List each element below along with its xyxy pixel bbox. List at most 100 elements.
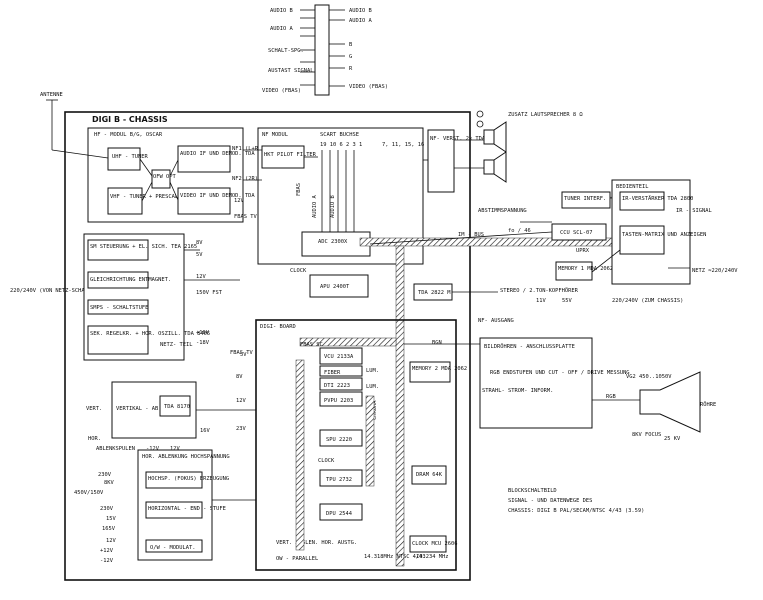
bildrohre-board	[479, 337, 593, 429]
ow-label: OW - PARALLEL	[276, 556, 318, 562]
vertical-label: VERTIKAL - AB - LENKUNG	[116, 406, 191, 412]
freq1-label: 14.318MHz NTSC 4/43	[364, 554, 426, 560]
supply-in: 220/240V (VON NETZ-SCHALTER)	[10, 288, 101, 294]
rail-hor-3: 165V	[102, 526, 116, 532]
ablenk-label: ABLENKSPULEN	[96, 446, 135, 452]
wiring	[51, 139, 690, 501]
conn-left-label-1: AUDIO B	[270, 8, 293, 14]
chassis-title: DIGI B - CHASSIS	[92, 115, 168, 124]
rail-bl-3: 450V/150V	[74, 490, 104, 496]
psu-out-8: -18V	[196, 340, 210, 346]
dram-label: DRAM 64K	[416, 472, 443, 478]
block-title-1: BLOCKSCHALTBILD	[508, 488, 557, 494]
rail-left-2: 8V	[236, 374, 243, 380]
pvpu	[319, 391, 363, 407]
hor-endstufe	[145, 501, 203, 519]
fbas-sc-label: FBAS SC	[300, 342, 323, 348]
bedienteil-title: BEDIENTEIL	[616, 184, 648, 190]
scart-connector: AUDIO B AUDIO A SCHALT-SPG. AUSTAST SIGN…	[262, 4, 388, 96]
12v-label: 12V	[234, 198, 244, 204]
psu-out-6: 150V FST	[196, 290, 223, 296]
im-bus-label: IM - BUS	[458, 232, 484, 238]
fbas-tv-label-2: FBAS TV	[230, 350, 253, 356]
fiber	[319, 365, 363, 377]
rectifier	[87, 271, 149, 289]
digi-bus-v2	[365, 395, 375, 487]
strahl-label: STRAHL- STROM- INFORM.	[482, 388, 553, 394]
lum-label-2: LUM.	[366, 384, 379, 390]
digi-bus-v	[295, 359, 305, 551]
vhf-tuner: VHF - TUNER + PRESCALER	[110, 194, 185, 200]
chroma-label: CHROMA	[372, 400, 378, 420]
hf-module: HF - MODUL B/G, OSCAR UHF - TUNER VHF - …	[87, 127, 278, 223]
ir-amp	[619, 191, 665, 211]
spu	[319, 429, 363, 447]
conn-right-label-1: AUDIO B	[349, 8, 372, 14]
pilot-filter-label: HKT PILOT FILTER	[264, 152, 317, 158]
bus-vertical	[395, 245, 405, 567]
crt-tube	[639, 371, 701, 433]
netzteil-label: NETZ- TEIL	[160, 342, 192, 348]
clock-label-top: CLOCK	[290, 268, 307, 274]
speaker-label: ZUSATZ LAUTSPRECHER 8 Ω	[508, 112, 583, 118]
apu-block	[309, 274, 369, 298]
focus-label: 8KV FOCUS	[632, 432, 661, 438]
pvpu-label: PVPU 2203	[324, 398, 353, 404]
conn-right-label-2: AUDIO A	[349, 18, 372, 24]
adc-label: ADC 2300X	[318, 239, 348, 245]
apu-label: APU 2400T	[320, 284, 350, 290]
memory1	[555, 261, 593, 281]
volt-label: VG2 450..1050V	[626, 374, 672, 380]
conn-left-label-5: VIDEO (FBAS)	[262, 88, 301, 94]
speakers	[476, 110, 507, 183]
rail-bl-1: 230V	[98, 472, 112, 478]
nf1-label: NF1 (L+R)	[232, 146, 261, 152]
audio-b-label: AUDIO B	[330, 195, 336, 218]
conn-right-label-5: R	[349, 66, 353, 72]
dti	[319, 377, 363, 391]
conn-left-label-4: AUSTAST SIGNAL	[268, 68, 313, 74]
bildrohre-title: BILDRÖHREN - ANSCHLUSSPLATTE	[484, 343, 575, 350]
vert-label: VERT.	[86, 406, 102, 412]
hf-module-title: HF - MODUL B/G, OSCAR	[94, 132, 163, 138]
rail-left-4: 23V	[236, 426, 246, 432]
ow-modulator	[145, 539, 203, 553]
nf2-label: NF2 (2R)	[232, 176, 258, 182]
sm-control-label: SM STEUERUNG + EL. SICH. TEA 2165	[90, 244, 197, 250]
rail-hor-4: 12V	[106, 538, 116, 544]
smps-label: SMPS - SCHALTSTUFE	[90, 305, 148, 311]
rail-bl-2: 8KV	[104, 480, 114, 486]
memory2	[409, 361, 451, 383]
hor-label: HOR.	[88, 436, 101, 442]
clock-gen	[409, 535, 447, 553]
nf-ausgang-label: NF- AUSGANG	[478, 318, 514, 324]
key-matrix	[619, 225, 665, 255]
sm-control	[87, 239, 149, 261]
uhf-tuner: UHF - TUNER	[112, 154, 148, 160]
rail-hor-5: +12V	[100, 548, 114, 554]
vert-v1: -12V	[146, 446, 160, 452]
antenna: ANTENNE	[40, 92, 63, 150]
tuner-interface	[561, 191, 611, 209]
dti-label: DTI 2223	[324, 383, 350, 389]
nf-amp	[427, 129, 455, 193]
zum-chassis: 220/240V (ZUM CHASSIS)	[612, 298, 683, 304]
psu-out-7: +16V	[196, 330, 210, 336]
smps	[87, 299, 149, 315]
conn-left-label-3: SCHALT-SPG.	[268, 48, 304, 54]
video-if: VIDEO IF UND DEMOD. TDA 4427 A	[180, 193, 278, 199]
ow-modulator-label: O/W - MODULAT.	[150, 545, 195, 551]
hor-endstufe-label: HORIZONTAL - END - STUFE	[148, 506, 226, 512]
vert-v2: 12V	[170, 446, 180, 452]
clock-gen-label: CLOCK MCU 2606	[412, 541, 457, 547]
tda8170	[159, 395, 191, 417]
ir-amp-label: IR-VERSTÄRKER TDA 2800	[622, 195, 693, 202]
psu-out-3: 12V	[196, 274, 206, 280]
conn-right-label-4: G	[349, 54, 352, 60]
dpu-label: DPU 2544	[326, 511, 352, 517]
block-title-2: SIGNAL - UND DATENWEGE DES	[508, 498, 592, 504]
conn-right-label-3: B	[349, 42, 352, 48]
block-title-3: CHASSIS: DIGI B PAL/SECAM/NTSC 4/43 (3.5…	[508, 508, 644, 514]
scart-blk: 7, 11, 15, 16 BLK	[382, 142, 438, 148]
digi-board-title: DIGI- BOARD	[260, 324, 296, 330]
